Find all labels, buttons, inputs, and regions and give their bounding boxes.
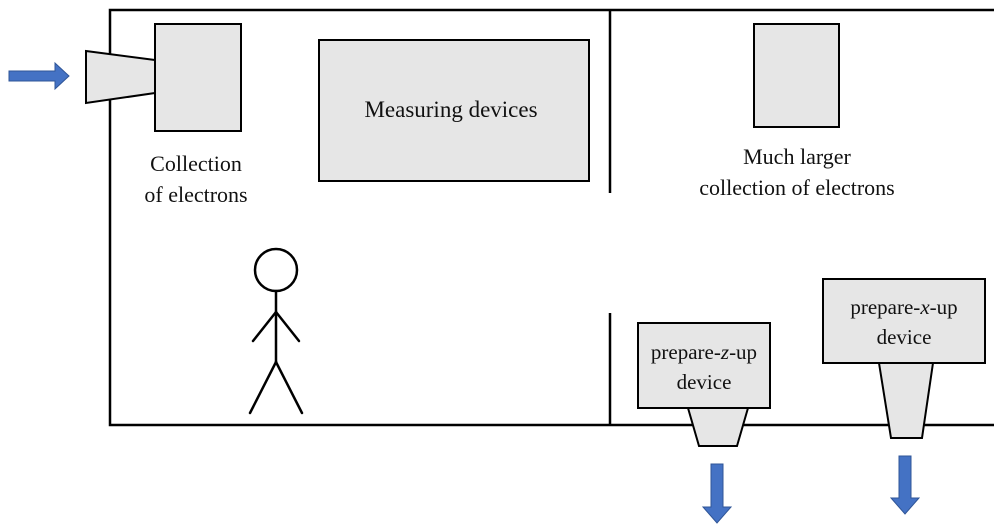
collection-label-line2: of electrons (144, 182, 247, 207)
prepare-z-up-output-arrow (701, 463, 733, 524)
prepare-z-up-nozzle (686, 407, 750, 447)
measuring-devices-label: Measuring devices (364, 97, 537, 122)
larger-collection-box (753, 23, 840, 128)
collection-box (154, 23, 242, 132)
person-stick-figure (248, 247, 304, 415)
prepare-x-up-label-line1: prepare-x-up (850, 295, 957, 319)
prepare-z-up-label-line1: prepare-z-up (651, 340, 757, 364)
prepare-x-up-device-box (822, 278, 986, 364)
larger-collection-label-line2: collection of electrons (699, 175, 894, 200)
prepare-x-up-nozzle (877, 362, 935, 439)
measuring-devices-box (318, 39, 590, 182)
larger-collection-label-line1: Much larger (743, 144, 851, 169)
prepare-z-up-device-box (637, 322, 771, 409)
input-arrow (8, 61, 70, 91)
prepare-x-up-output-arrow (889, 455, 921, 515)
prepare-z-up-label-line2: device (677, 370, 732, 394)
room-wall-outer (108, 8, 994, 427)
collection-label-line1: Collection (150, 151, 242, 176)
electron-nozzle (85, 49, 156, 105)
prepare-x-up-label-line2: device (877, 325, 932, 349)
